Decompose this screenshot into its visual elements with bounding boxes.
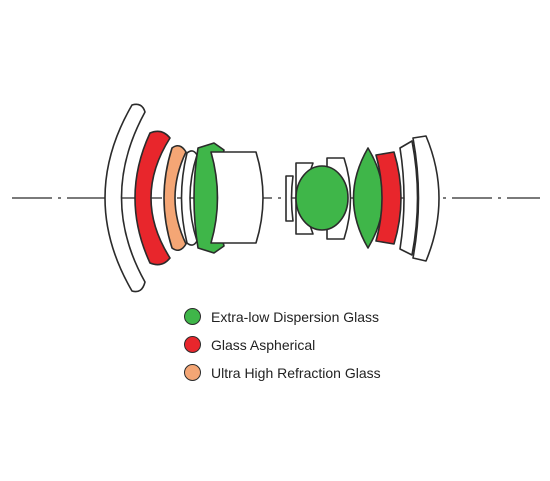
red-circle-icon: [184, 336, 201, 353]
lens-element-1-meniscus: [104, 103, 146, 293]
lens-element-6-white: [210, 151, 264, 244]
legend-label: Extra-low Dispersion Glass: [211, 308, 380, 325]
legend: Extra-low Dispersion Glass Glass Aspheri…: [184, 306, 381, 390]
orange-circle-icon: [184, 364, 201, 381]
lens-element-13-white: [399, 140, 419, 256]
lens-element-2-aspherical: [134, 130, 171, 266]
green-circle-icon: [184, 308, 201, 325]
legend-label: Glass Aspherical: [211, 336, 316, 353]
legend-item-extra-low-dispersion: Extra-low Dispersion Glass: [184, 306, 381, 327]
legend-item-aspherical: Glass Aspherical: [184, 334, 381, 355]
lens-element-10-extra-low-dispersion: [295, 165, 349, 231]
lens-element-3-ultra-high-refraction: [163, 144, 187, 252]
legend-label: Ultra High Refraction Glass: [211, 364, 381, 381]
lens-element-12-aspherical: [375, 151, 402, 245]
legend-item-ultra-high-refraction: Ultra High Refraction Glass: [184, 362, 381, 383]
lens-element-14-white: [412, 135, 440, 262]
lens-element-7-white: [285, 175, 294, 222]
